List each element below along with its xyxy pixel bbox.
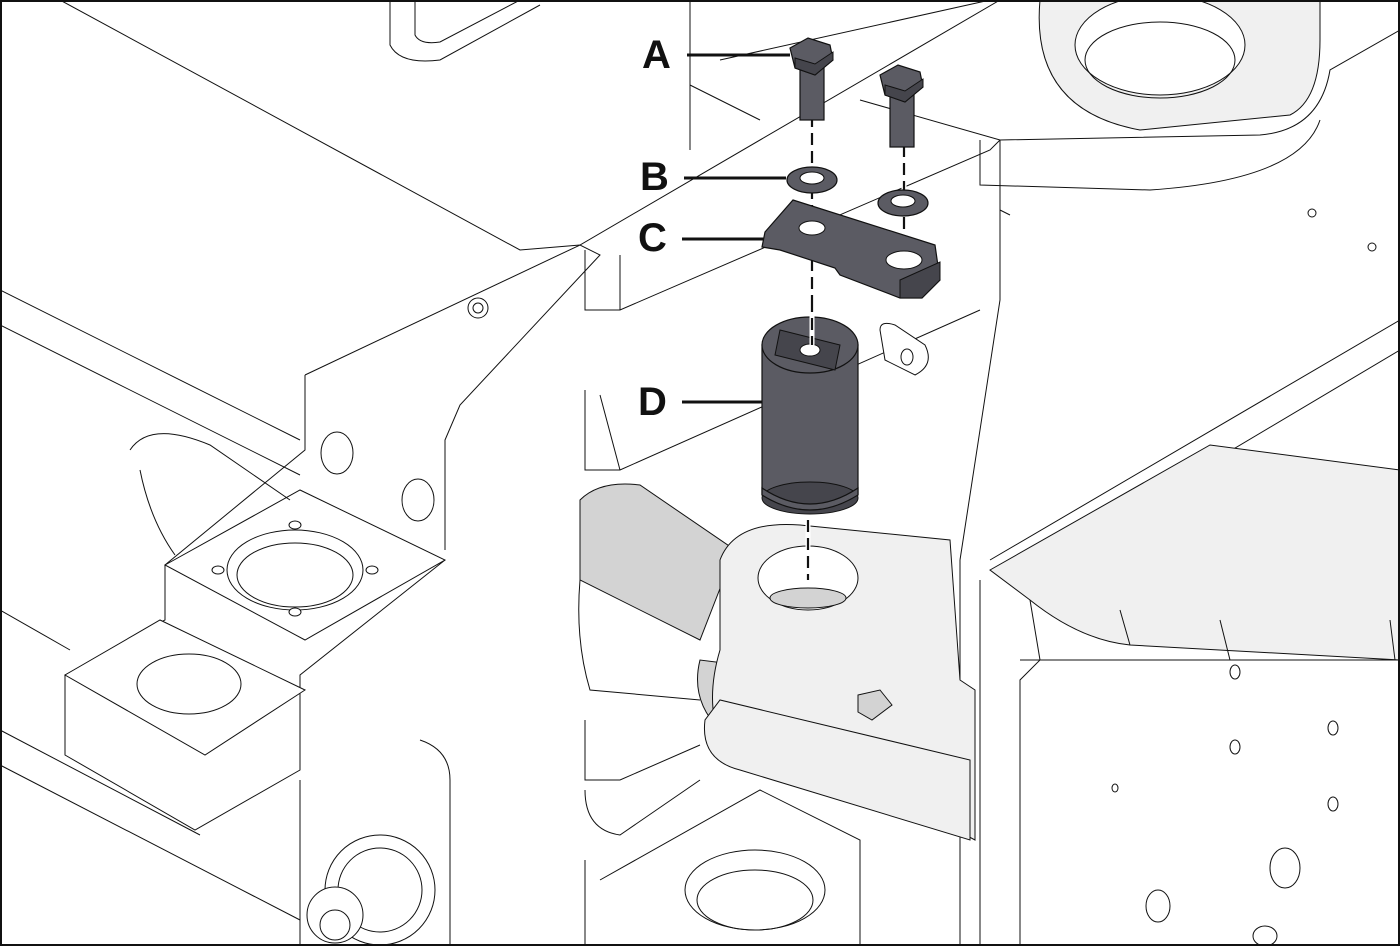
washers-b <box>786 166 929 217</box>
retaining-plate-c <box>761 199 941 299</box>
clevis-bracket <box>579 483 976 841</box>
callout-d: D <box>638 380 667 424</box>
callout-a: A <box>642 33 671 77</box>
callout-b: B <box>640 155 669 199</box>
callout-c: C <box>638 216 667 260</box>
callout-leaders <box>682 53 790 404</box>
pivot-pin-d <box>761 300 859 515</box>
bolts-a <box>789 37 924 148</box>
